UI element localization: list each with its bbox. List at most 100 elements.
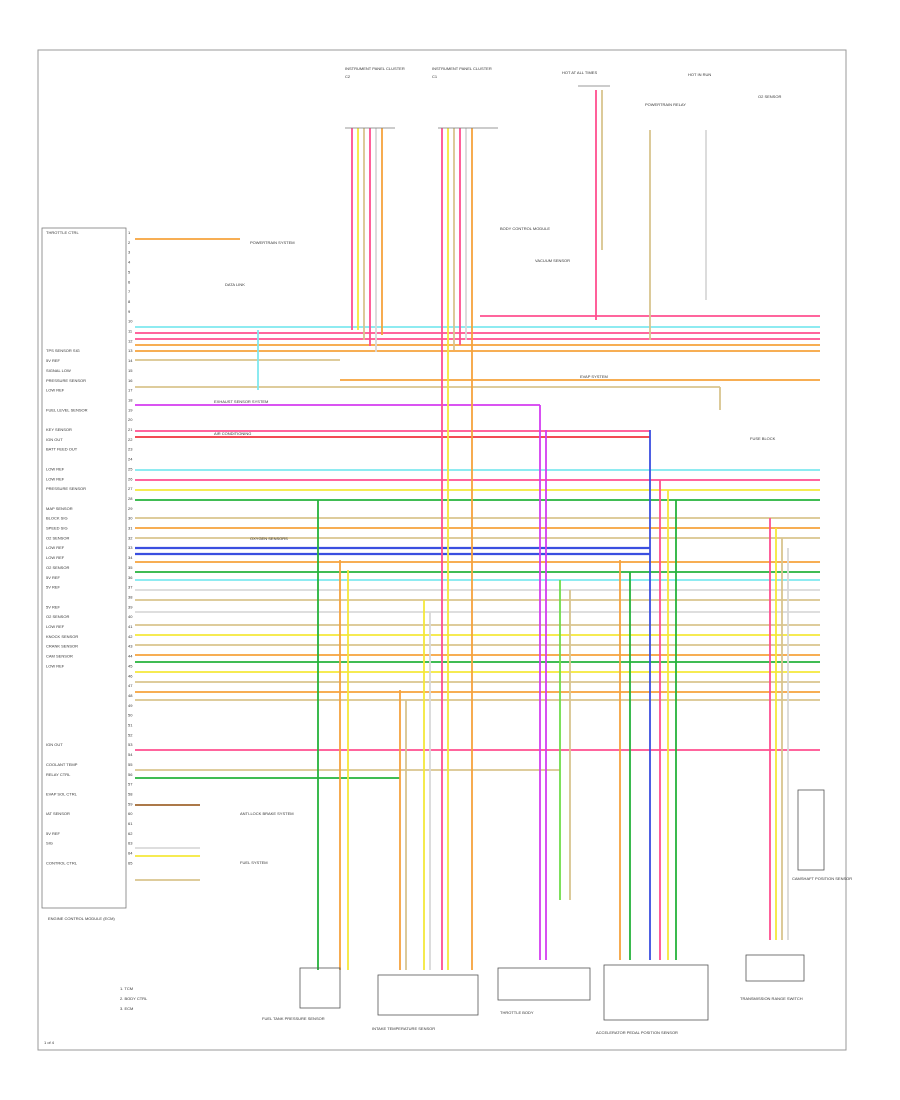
ecm-pin-number: 11 (128, 329, 133, 334)
svg-text:THROTTLE BODY: THROTTLE BODY (500, 1010, 534, 1015)
instrument-cluster-a: INSTRUMENT PANEL CLUSTER C2 (345, 66, 405, 129)
ecm-pin-number: 4 (128, 260, 131, 265)
ecm-pin-number: 1 (128, 230, 131, 235)
ecm-pin-number: 18 (128, 397, 133, 402)
ecm-pin-label: LOW REF (46, 663, 65, 668)
legend-item: 3. ECM (120, 1006, 133, 1011)
oxygen-sensors-left-label: OXYGEN SENSORS (250, 536, 288, 541)
ecm-pin-label: PRESSURE SENSOR (46, 378, 86, 383)
svg-text:ACCELERATOR PEDAL POSITION SEN: ACCELERATOR PEDAL POSITION SENSOR (596, 1030, 678, 1035)
svg-text:INSTRUMENT PANEL CLUSTER: INSTRUMENT PANEL CLUSTER (345, 66, 405, 71)
ecm-pin-number: 56 (128, 772, 133, 777)
page-label: 1 of 4 (44, 1040, 55, 1045)
ecm-pin-label: O2 SENSOR (46, 614, 69, 619)
ecm-pin-number: 53 (128, 742, 133, 747)
ecm-pin-number: 41 (128, 624, 133, 629)
svg-text:TRANSMISSION RANGE SWITCH: TRANSMISSION RANGE SWITCH (740, 996, 803, 1001)
ecm-pin-number: 57 (128, 782, 133, 787)
svg-text:DATA LINK: DATA LINK (225, 282, 245, 287)
ecm-pin-number: 55 (128, 762, 133, 767)
ecm-pin-number: 62 (128, 831, 133, 836)
ecm-pin-label: O2 SENSOR (46, 535, 69, 540)
ecm-pin-number: 50 (128, 713, 133, 718)
ecm-pin-number: 58 (128, 791, 133, 796)
vertical-wires (257, 90, 789, 970)
ecm-pin-number: 26 (128, 476, 133, 481)
ecm-pin-label: 5V REF (46, 358, 61, 363)
ecm-pin-number: 27 (128, 486, 133, 491)
ecm-pin-label: IAT SENSOR (46, 811, 70, 816)
ecm-pin-label: MAP SENSOR (46, 506, 73, 511)
camshaft-position-sensor: CAMSHAFT POSITION SENSOR (792, 789, 852, 881)
ecm-pin-label: O2 SENSOR (46, 565, 69, 570)
ecm-pin-number: 65 (128, 860, 133, 865)
svg-text:CAMSHAFT POSITION SENSOR: CAMSHAFT POSITION SENSOR (792, 876, 852, 881)
ecm-pin-number: 45 (128, 663, 133, 668)
svg-text:C2: C2 (345, 74, 351, 79)
ecm-pin-number: 36 (128, 575, 133, 580)
o2-sensor-right: O2 SENSOR (758, 94, 781, 99)
transmission-range-switch: TRANSMISSION RANGE SWITCH (740, 954, 805, 1001)
ecm-pin-number: 61 (128, 821, 133, 826)
splice-label: DATA LINK (225, 282, 245, 287)
ecm-pin-number: 28 (128, 496, 133, 501)
ecm-pin-number: 34 (128, 555, 133, 560)
ecm-pin-label: 5V REF (46, 575, 61, 580)
ecm-pin-number: 33 (128, 545, 133, 550)
ecm-pin-number: 52 (128, 732, 133, 737)
ecm-pin-label: RELAY CTRL (46, 772, 71, 777)
ecm-pin-number: 31 (128, 526, 133, 531)
ecm-pin-number: 47 (128, 683, 133, 688)
ecm-pin-label: LOW REF (46, 545, 65, 550)
accelerator-pedal-sensor: ACCELERATOR PEDAL POSITION SENSOR (596, 964, 709, 1035)
ecm-pin-label: KEY SENSOR (46, 427, 72, 432)
ecm-pin-number: 5 (128, 269, 131, 274)
horizontal-wires (135, 238, 820, 881)
instrument-cluster-b: INSTRUMENT PANEL CLUSTER C1 (432, 66, 498, 129)
ecm-pin-label: LOW REF (46, 624, 65, 629)
svg-text:FUEL TANK PRESSURE SENSOR: FUEL TANK PRESSURE SENSOR (262, 1016, 325, 1021)
ecm-pin-number: 15 (128, 368, 133, 373)
powertrain-system-label: POWERTRAIN SYSTEM (250, 240, 295, 245)
ecm-pin-number: 22 (128, 437, 133, 442)
intake-temperature-sensor: INTAKE TEMPERATURE SENSOR (372, 974, 479, 1031)
ecm-pin-label: IGN OUT (46, 742, 63, 747)
fuel-system-label: FUEL SYSTEM (240, 860, 268, 865)
ecm-pin-label: LOW REF (46, 555, 65, 560)
ecm-pin-number: 37 (128, 585, 133, 590)
ecm-pin-label: KNOCK SENSOR (46, 634, 78, 639)
ecm-pin-number: 20 (128, 417, 133, 422)
ecm-pin-number: 32 (128, 535, 133, 540)
body-control-module-label: BODY CONTROL MODULE VACUUM SENSOR (500, 226, 570, 263)
ecm-pin-number: 21 (128, 427, 133, 432)
ecm-pin-label: LOW REF (46, 466, 65, 471)
ecm-pin-label: CAM SENSOR (46, 654, 73, 659)
svg-text:O2 SENSOR: O2 SENSOR (758, 94, 781, 99)
ecm-pin-label: EVAP SOL CTRL (46, 791, 78, 796)
ecm-pin-number: 12 (128, 338, 133, 343)
air-conditioning-label: AIR CONDITIONING (214, 431, 251, 436)
ecm-pin-number: 40 (128, 614, 133, 619)
ecm-pin-label: FUEL LEVEL SENSOR (46, 407, 88, 412)
ecm-pin-label: SIG (46, 841, 53, 846)
ecm-pin-label: BLOCK SIG (46, 516, 68, 521)
ecm-pin-number: 2 (128, 240, 131, 245)
ecm-pin-label: COOLANT TEMP (46, 762, 78, 767)
legend-item: 2. BODY CTRL (120, 996, 148, 1001)
ecm-pin-number: 25 (128, 466, 133, 471)
ecm-pin-number: 48 (128, 693, 133, 698)
svg-text:HOT IN RUN: HOT IN RUN (688, 72, 711, 77)
svg-text:BODY CONTROL MODULE: BODY CONTROL MODULE (500, 226, 550, 231)
ecm-pin-number: 63 (128, 841, 133, 846)
ecm-pin-number: 14 (128, 358, 133, 363)
ecm-pin-label: LOW REF (46, 388, 65, 393)
ecm-pin-number: 29 (128, 506, 133, 511)
exhaust-sensor-label: EXHAUST SENSOR SYSTEM (214, 399, 268, 404)
ecm-pin-number: 23 (128, 447, 133, 452)
ecm-pin-number: 46 (128, 673, 133, 678)
svg-text:POWERTRAIN RELAY: POWERTRAIN RELAY (645, 102, 686, 107)
ecm-pin-number: 10 (128, 319, 133, 324)
throttle-body: THROTTLE BODY (497, 967, 591, 1015)
